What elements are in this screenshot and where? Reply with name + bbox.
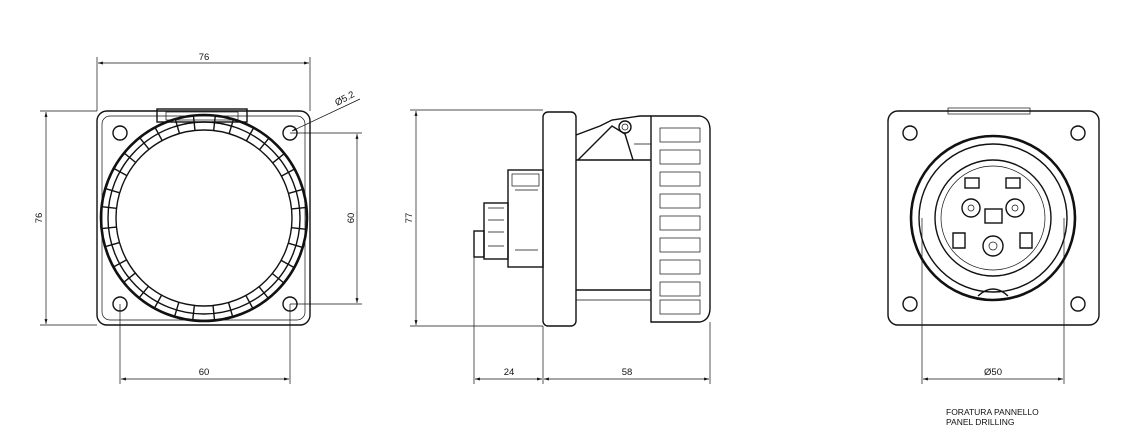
rear-hole-tr [1070, 125, 1086, 141]
hole-spacing-h-dim: 60 [199, 367, 210, 378]
lid-rib [212, 115, 235, 134]
side-lid-arm [577, 125, 634, 161]
mounting-hole-tl [112, 125, 128, 141]
panel-caption-it: FORATURA PANNELLO [946, 407, 1039, 417]
side-rib [659, 149, 701, 165]
lid-rib [174, 115, 196, 134]
panel-caption-en: PANEL DRILLING [946, 417, 1015, 427]
cutout-dia-dim: Ø50 [984, 367, 1002, 378]
lid-rib [113, 259, 136, 283]
lid-rib [113, 152, 137, 177]
front-view [96, 108, 311, 326]
front-flange [96, 110, 311, 326]
side-rib [659, 299, 701, 315]
front-depth-dim: 58 [622, 367, 633, 378]
front-lid-ribs [101, 115, 307, 321]
side-rib [659, 281, 701, 297]
side-lid-ribs [659, 127, 701, 315]
lid-rib [173, 302, 196, 321]
front-lid-outer-ring [99, 113, 309, 323]
side-hinge-pin [618, 120, 632, 134]
side-rib [659, 193, 701, 209]
front-width-dim: 76 [199, 52, 210, 63]
side-view [473, 111, 711, 327]
side-flange [542, 111, 577, 327]
lid-rib [245, 127, 270, 151]
side-rear-housing [507, 169, 544, 268]
side-lid [650, 115, 711, 323]
front-dimensions: 76 76 60 60 Ø5.2 [34, 52, 362, 384]
rear-flange [887, 110, 1100, 326]
terminal-n [1005, 198, 1025, 218]
panel-view [887, 107, 1100, 326]
front-flange-inner [101, 115, 306, 321]
rear-depth-dim: 24 [504, 367, 515, 378]
lid-rib [272, 153, 295, 177]
lid-rib [138, 285, 163, 309]
lid-rib [245, 286, 269, 309]
lid-rib [271, 259, 295, 284]
side-rib [659, 215, 701, 231]
front-height-dim: 76 [34, 213, 45, 224]
side-rib [659, 127, 701, 143]
lid-rib [101, 226, 120, 248]
side-dimensions: 77 24 58 [404, 109, 711, 384]
hole-dia-leader [291, 98, 361, 132]
lid-rib [288, 188, 307, 210]
side-height-dim: 77 [404, 213, 415, 224]
rear-body-outer [909, 134, 1077, 302]
terminal-l1 [961, 198, 981, 218]
rear-hole-br [1070, 296, 1086, 312]
lid-rib [288, 226, 307, 249]
hole-spacing-v-dim: 60 [346, 213, 357, 224]
rear-hole-tl [902, 125, 918, 141]
lid-rib [139, 127, 163, 150]
side-terminal-block [483, 202, 509, 260]
lid-rib [212, 302, 234, 321]
rear-terminal-ring [934, 159, 1052, 277]
rear-hole-bl [902, 296, 918, 312]
front-lid-face [115, 129, 293, 307]
panel-dimensions: Ø50 FORATURA PANNELLO PANEL DRILLING [921, 218, 1065, 427]
lid-rib [101, 187, 120, 210]
terminal-pe [982, 235, 1004, 257]
side-rib [659, 259, 701, 275]
side-rib [659, 171, 701, 187]
side-rib [659, 237, 701, 253]
